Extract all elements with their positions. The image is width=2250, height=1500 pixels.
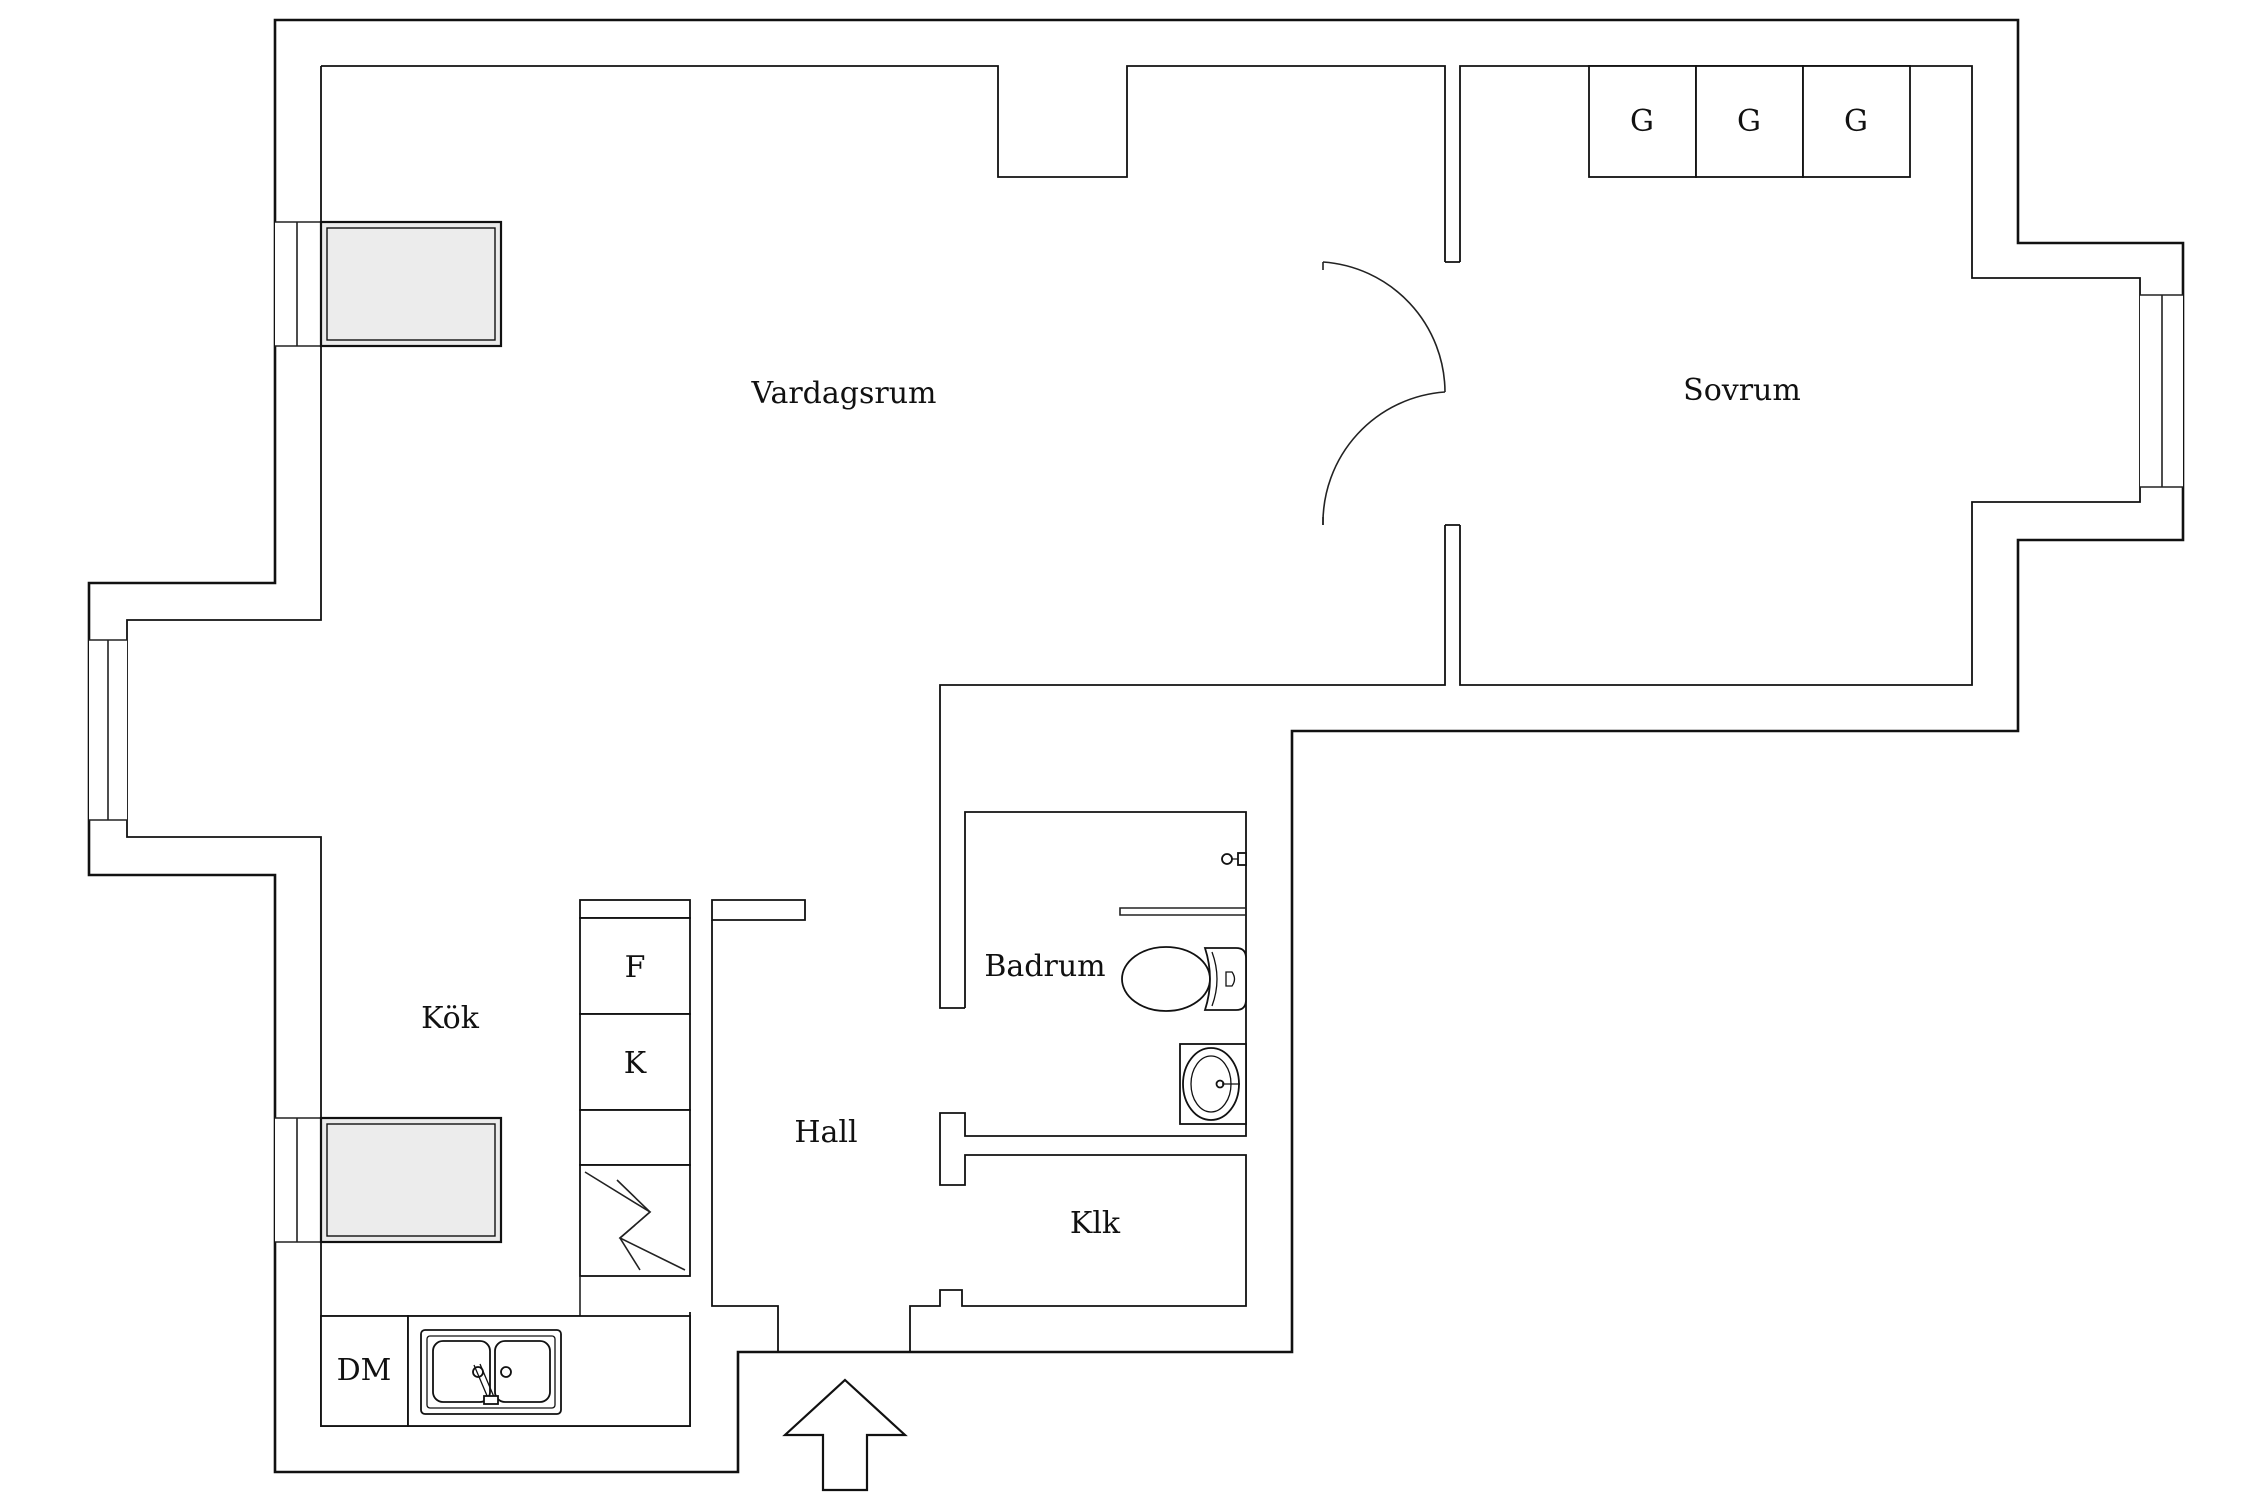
inner-wall-hall-west	[711, 920, 779, 1352]
window-living-west	[89, 639, 127, 821]
radiator-living-inner	[326, 227, 496, 341]
window-living-northwest	[275, 221, 321, 347]
entrance-arrow-icon[interactable]	[782, 1378, 908, 1492]
toilet-icon	[1121, 946, 1247, 1012]
shower-screen	[1119, 907, 1247, 916]
fridge-label: F	[625, 950, 646, 985]
room-label-hall: Hall	[794, 1115, 857, 1150]
shower-head-icon	[1221, 852, 1247, 866]
room-label-sovrum: Sovrum	[1683, 373, 1801, 408]
room-label-klk: Klk	[1070, 1206, 1121, 1241]
room-label-badrum: Badrum	[984, 949, 1105, 984]
window-bedroom-east	[2140, 294, 2183, 488]
inner-wall-living-north	[321, 65, 1446, 262]
window-kitchen-west	[275, 1117, 321, 1243]
inner-wall-hall	[711, 899, 806, 921]
washbasin-icon	[1179, 1043, 1247, 1125]
room-label-vardagsrum: Vardagsrum	[751, 376, 937, 411]
wardrobe-label-2: G	[1737, 104, 1761, 139]
wardrobes	[1588, 65, 1911, 178]
room-label-kok: Kök	[421, 1001, 480, 1036]
kitchen-column	[579, 899, 691, 1277]
double-door-bedroom[interactable]	[1322, 261, 1466, 526]
freezer-label: K	[624, 1046, 647, 1081]
inner-wall-living-east	[939, 525, 1446, 1009]
wardrobe-label-1: G	[1630, 104, 1654, 139]
sink-icon	[420, 1329, 562, 1415]
dishwasher-label: DM	[337, 1353, 392, 1388]
wardrobe-label-3: G	[1844, 104, 1868, 139]
radiator-kitchen-inner	[326, 1123, 496, 1237]
